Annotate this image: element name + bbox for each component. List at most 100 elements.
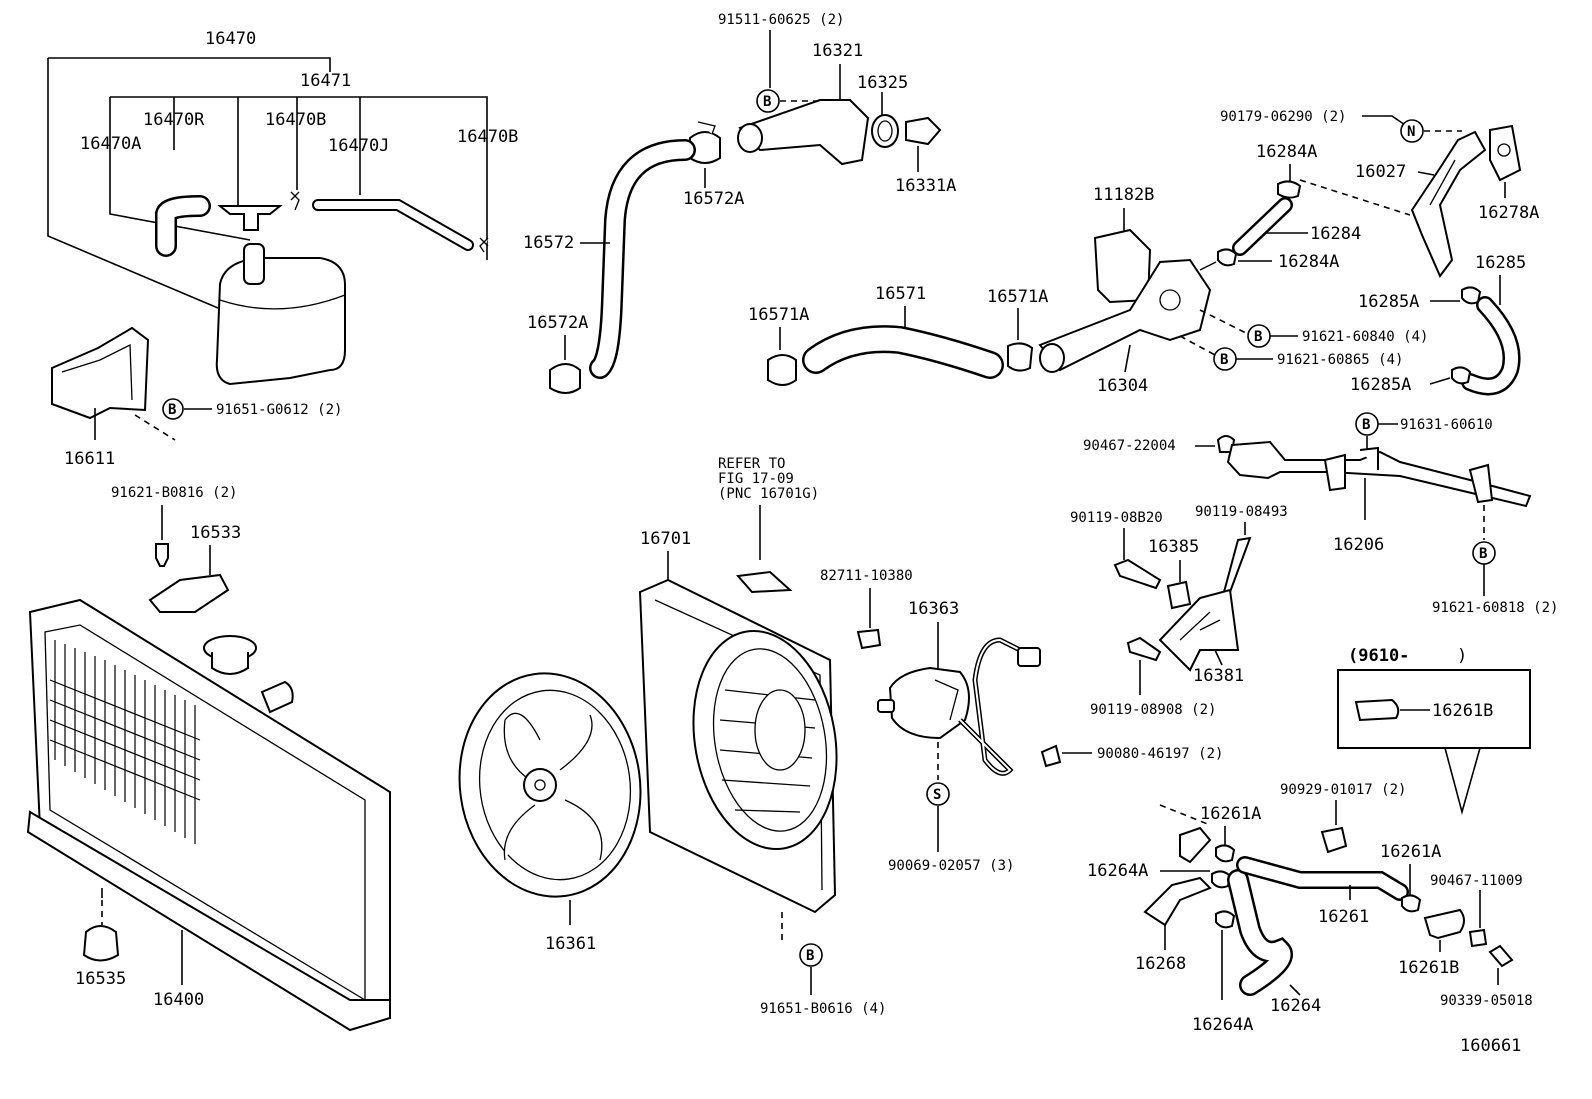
drain-cock <box>82 925 120 962</box>
hardware-label: 90179-06290 (2) <box>1220 109 1346 125</box>
part-label: 16027 <box>1355 162 1406 182</box>
part-label: 16261 <box>1318 907 1369 927</box>
svg-text:B: B <box>168 402 176 418</box>
hardware-label: 91511-60625 (2) <box>718 12 844 28</box>
part-label: 16385 <box>1148 537 1199 557</box>
hardware-label: 91631-60610 <box>1400 417 1493 433</box>
heater-hose-group: 16261A 16264A 16268 16264A 16264 16261 9… <box>1087 782 1533 1035</box>
part-label: 16264A <box>1087 861 1148 881</box>
part-label: 16264 <box>1270 996 1321 1016</box>
hardware-label: 91621-60818 (2) <box>1432 600 1558 616</box>
note-label: REFER TO <box>718 456 785 472</box>
upper-hose-group: 91511-60625 (2) B 16321 16325 16331A 165… <box>523 12 956 394</box>
hardware-label: 90080-46197 (2) <box>1097 746 1223 762</box>
box-title-end: ) <box>1457 646 1467 666</box>
part-label: 16285A <box>1358 292 1419 312</box>
hardware-label: 90069-02057 (3) <box>888 858 1014 874</box>
hose-clamp <box>689 131 721 164</box>
union-16261B <box>1423 908 1465 940</box>
part-label: 16284A <box>1278 252 1339 272</box>
b-badge-icon: B <box>1355 412 1379 436</box>
part-label: 16363 <box>908 599 959 619</box>
svg-text:B: B <box>1362 417 1370 433</box>
hardware-label: 90119-08B20 <box>1070 510 1163 526</box>
bolt-icon <box>155 543 169 567</box>
part-label: 16381 <box>1193 666 1244 686</box>
hardware-label: 90119-08908 (2) <box>1090 702 1216 718</box>
svg-text:N: N <box>1407 124 1415 140</box>
part-label: 16611 <box>64 449 115 469</box>
part-label: 16572A <box>527 313 588 333</box>
part-label: 16264A <box>1192 1015 1253 1035</box>
pipe-16206-group: B 91631-60610 90467-22004 16206 B 91621-… <box>1083 412 1558 616</box>
part-label: 16321 <box>812 41 863 61</box>
hose-clamp <box>1215 844 1236 863</box>
part-label: 16400 <box>153 990 204 1010</box>
part-label: 16701 <box>640 529 691 549</box>
part-label: 16285 <box>1475 253 1526 273</box>
part-label: 16533 <box>190 523 241 543</box>
nut-icon <box>1166 580 1192 610</box>
b-badge-icon: B <box>799 943 823 967</box>
hardware-label: 90467-22004 <box>1083 438 1176 454</box>
radiator-bracket <box>148 573 230 613</box>
hose-clamp <box>1007 342 1034 372</box>
note-label: FIG 17-09 <box>718 471 794 487</box>
part-label: 16285A <box>1350 375 1411 395</box>
part-label: 16571A <box>748 305 809 325</box>
svg-text:S: S <box>933 787 941 803</box>
fan-motor <box>888 666 970 740</box>
hardware-label: 90467-11009 <box>1430 873 1523 889</box>
part-label: 16470A <box>80 134 141 154</box>
part-label: 16261A <box>1380 842 1441 862</box>
clip-icon <box>1320 826 1348 854</box>
clip-icon <box>856 628 882 650</box>
hose-clamp <box>1277 180 1302 199</box>
clip-icon <box>1040 744 1062 768</box>
hose-clamp <box>1211 870 1232 889</box>
svg-text:B: B <box>806 948 814 964</box>
hardware-label: 91621-60865 (4) <box>1277 352 1403 368</box>
hose-clamp <box>1217 248 1238 267</box>
hardware-label: 90339-05018 <box>1440 993 1533 1009</box>
inlet-group: 11182B 16304 B 91621-60840 (4) B 91621-6… <box>1038 185 1428 396</box>
s-badge-icon: S <box>926 782 950 806</box>
part-label: 16284A <box>1256 142 1317 162</box>
part-label: 16470B <box>457 127 518 147</box>
radiator-group: 91621-B0816 (2) 16533 16535 16400 <box>26 485 391 1032</box>
connector-icon <box>1017 647 1041 667</box>
hose-clamp <box>1215 910 1236 929</box>
bracket-16381-group: 90119-08B20 90119-08493 16385 16381 9011… <box>1070 504 1288 718</box>
part-label: 16284 <box>1310 224 1361 244</box>
detail-box: (9610- ) 16261B <box>1337 646 1531 816</box>
bolt-icon <box>1126 636 1162 662</box>
label-sticker <box>736 570 793 594</box>
clip-icon <box>1468 928 1488 948</box>
n-badge-icon: N <box>1400 119 1424 143</box>
part-label: 16470B <box>265 110 326 130</box>
cap-plug <box>1488 944 1514 968</box>
note-label: (PNC 16701G) <box>718 486 819 502</box>
part-label: 16268 <box>1135 954 1186 974</box>
part-label: 16261B <box>1398 958 1459 978</box>
reservoir-tank <box>215 257 346 386</box>
hose-clamp <box>1451 366 1472 385</box>
hose-clamp <box>1461 286 1482 305</box>
thermostat <box>905 116 942 146</box>
hardware-label: 91651-B0616 (4) <box>760 1001 886 1017</box>
b-badge-icon: B <box>756 89 780 113</box>
hose-clamp <box>1401 894 1422 913</box>
hose-clamp <box>549 363 581 394</box>
hose-clip-icon <box>290 191 300 211</box>
hose-16285-group: 16285 16285A 16285A <box>1350 253 1526 396</box>
svg-text:B: B <box>763 94 771 110</box>
part-label: 16572A <box>683 189 744 209</box>
bolt-icon <box>1113 558 1162 590</box>
part-label: 16470R <box>143 110 205 130</box>
b-badge-icon: B <box>1213 347 1237 371</box>
b-badge-icon: B <box>1472 541 1496 565</box>
b-badge-icon: B <box>162 398 184 420</box>
box-title: (9610- <box>1348 646 1409 666</box>
part-label: 16278A <box>1478 203 1539 223</box>
